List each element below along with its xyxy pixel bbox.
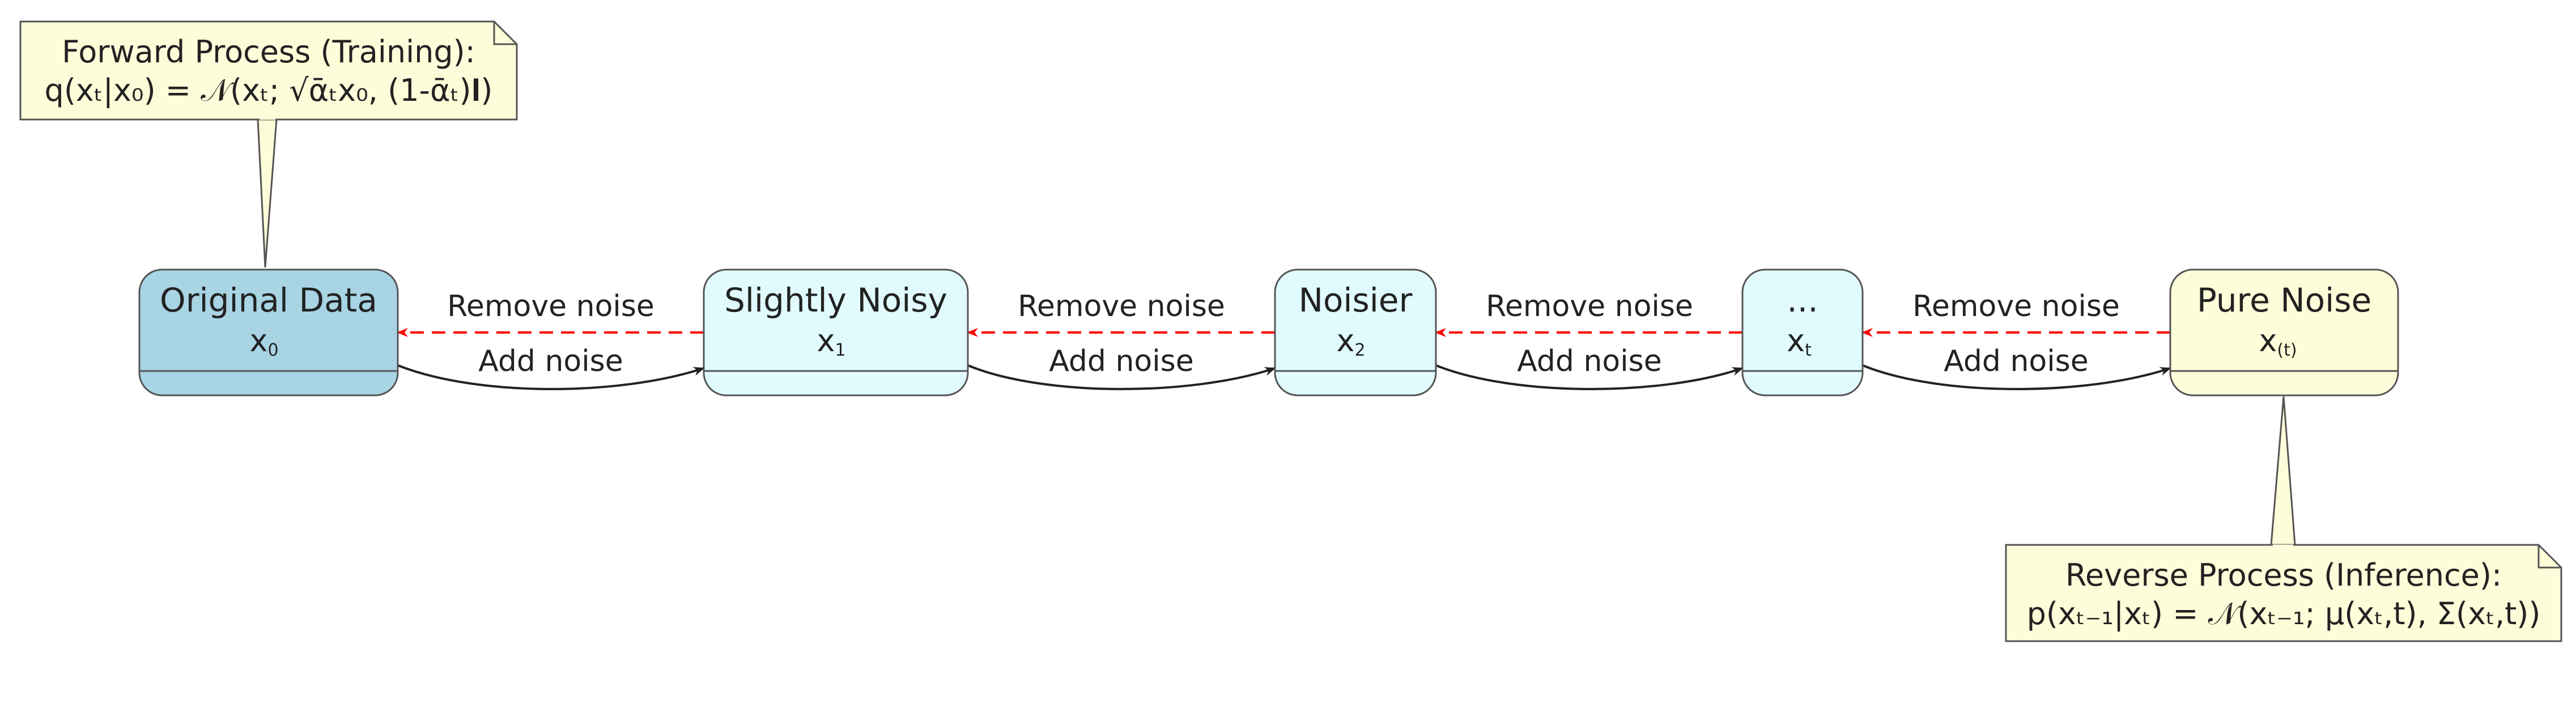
forward-arrow (967, 364, 1276, 390)
remove-noise-label: Remove noise (447, 289, 654, 323)
node-box (703, 268, 969, 396)
node-title: Noisier (1299, 281, 1413, 319)
edges: Remove noise Add noise Remove noise Add … (397, 289, 2171, 390)
add-noise-label: Add noise (1517, 344, 1662, 378)
node-title: Pure Noise (2197, 281, 2371, 319)
node-variable: x(t) (2259, 323, 2297, 360)
forward-note-box (19, 20, 518, 121)
forward-arrow (1862, 364, 2171, 390)
remove-noise-label: Remove noise (1912, 289, 2120, 323)
forward-note-pointer (257, 118, 278, 268)
node-title: Slightly Noisy (724, 281, 947, 319)
reverse-note-formula: p(xₜ₋₁|xₜ) = 𝒩(xₜ₋₁; μ(xₜ,t), Σ(xₜ,t)) (2027, 596, 2541, 632)
forward-process-note: Forward Process (Training): q(xₜ|x₀) = 𝒩… (19, 20, 518, 268)
node-noisier: Noisier x2 (1274, 268, 1437, 396)
node-original-data: Original Data x0 (138, 268, 399, 396)
add-noise-label: Add noise (1944, 344, 2089, 378)
forward-arrow (397, 364, 705, 390)
node-box (1274, 268, 1437, 396)
node-title: Original Data (160, 281, 377, 319)
node-pure-noise: Pure Noise x(t) (2169, 268, 2399, 396)
reverse-note-box (2005, 544, 2562, 642)
node-variable: xt (1787, 323, 1812, 360)
node-box (2169, 268, 2399, 396)
node-box (138, 268, 399, 396)
remove-noise-label: Remove noise (1018, 289, 1225, 323)
node-intermediate: ... xt (1741, 268, 1864, 396)
forward-note-fold (493, 22, 517, 45)
remove-noise-label: Remove noise (1486, 289, 1693, 323)
add-noise-label: Add noise (1049, 344, 1194, 378)
node-variable: x2 (1336, 323, 1365, 360)
reverse-note-fold (2537, 545, 2561, 569)
reverse-note-title: Reverse Process (Inference): (2065, 557, 2502, 593)
forward-note-title: Forward Process (Training): (62, 34, 475, 70)
node-variable: x0 (249, 323, 278, 360)
forward-note-formula: q(xₜ|x₀) = 𝒩(xₜ; √ᾱₜx₀, (1-ᾱₜ)𝐈) (45, 72, 493, 108)
forward-arrow (1435, 364, 1744, 390)
reverse-note-pointer (2270, 396, 2296, 546)
node-box (1741, 268, 1864, 396)
node-variable: x1 (817, 323, 845, 360)
reverse-process-note: Reverse Process (Inference): p(xₜ₋₁|xₜ) … (2005, 396, 2562, 642)
nodes: Original Data x0 Slightly Noisy x1 Noisi… (138, 268, 2399, 396)
node-title: ... (1787, 281, 1818, 319)
add-noise-label: Add noise (478, 344, 623, 378)
node-slightly-noisy: Slightly Noisy x1 (703, 268, 969, 396)
